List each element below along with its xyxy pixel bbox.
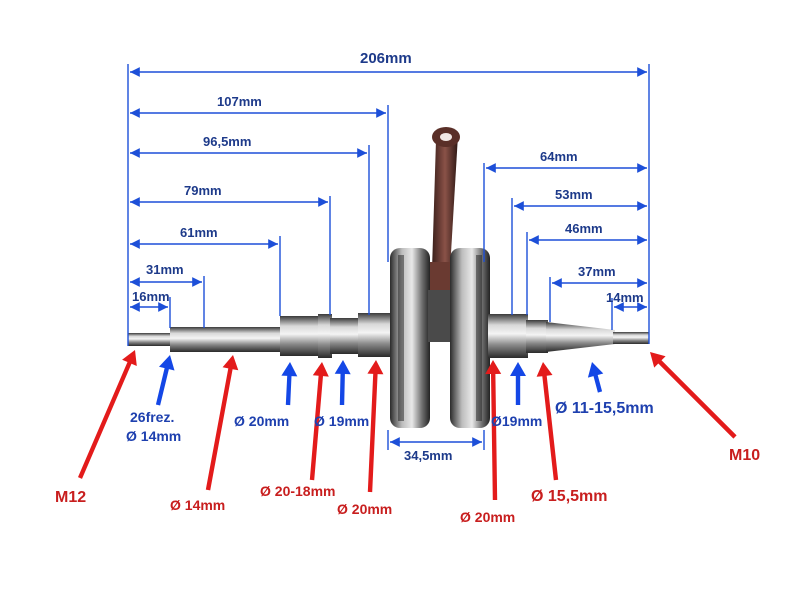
arrow-shaft-14 (205, 355, 239, 491)
reference-lines (127, 64, 650, 450)
arrow-m12 (78, 350, 137, 479)
right-shaft (488, 314, 649, 358)
dim-total: 206mm (360, 50, 412, 67)
label-splines-diameter: Ø 14mm (126, 428, 181, 444)
arrow-m10 (650, 352, 737, 439)
arrow-right-taper (587, 362, 604, 393)
dim-14: 14mm (606, 290, 644, 305)
dim-53: 53mm (555, 187, 593, 202)
label-left-taper-20-18: Ø 20-18mm (260, 483, 335, 499)
label-m10: M10 (729, 447, 760, 464)
dim-79: 79mm (184, 183, 222, 198)
dim-61: 61mm (180, 225, 218, 240)
label-right-15-5: Ø 15,5mm (531, 488, 607, 505)
arrow-right-seat (485, 360, 502, 500)
dim-107: 107mm (217, 94, 262, 109)
dim-31: 31mm (146, 262, 184, 277)
crank-pin (428, 290, 454, 342)
dimension-labels: 206mm 107mm 96,5mm 79mm 61mm 31mm 16mm 6… (132, 50, 644, 463)
callout-labels: M12 26frez. Ø 14mm Ø 14mm Ø 20mm Ø 20-18… (55, 400, 760, 525)
label-left-bearing-20: Ø 20mm (234, 413, 289, 429)
left-flywheel (390, 248, 430, 428)
label-right-19: Ø19mm (491, 413, 542, 429)
label-shaft-14: Ø 14mm (170, 497, 225, 513)
arrow-left-taper (309, 362, 329, 481)
arrow-left-seat (367, 360, 384, 493)
dim-16: 16mm (132, 289, 170, 304)
label-left-thread-19: Ø 19mm (314, 413, 369, 429)
arrow-left-bearing-20 (281, 362, 298, 406)
label-right-taper: Ø 11-15,5mm (555, 400, 654, 417)
label-m12: M12 (55, 489, 86, 506)
right-flywheel (450, 248, 490, 428)
crankshaft-image (128, 127, 649, 428)
label-right-seat-20: Ø 20mm (460, 509, 515, 525)
label-splines-count: 26frez. (130, 409, 174, 425)
dim-96-5: 96,5mm (203, 134, 251, 149)
arrow-splines (155, 355, 175, 406)
dim-64: 64mm (540, 149, 578, 164)
dim-46: 46mm (565, 221, 603, 236)
left-shaft (128, 313, 392, 358)
arrow-right-15-5 (536, 362, 559, 481)
label-left-seat-20: Ø 20mm (337, 501, 392, 517)
arrow-right-19 (510, 362, 526, 405)
dimension-arrows (130, 67, 647, 447)
callout-arrows (78, 350, 737, 500)
arrow-left-thread (334, 360, 351, 405)
dim-37: 37mm (578, 264, 616, 279)
dim-flywheel-gap: 34,5mm (404, 448, 452, 463)
